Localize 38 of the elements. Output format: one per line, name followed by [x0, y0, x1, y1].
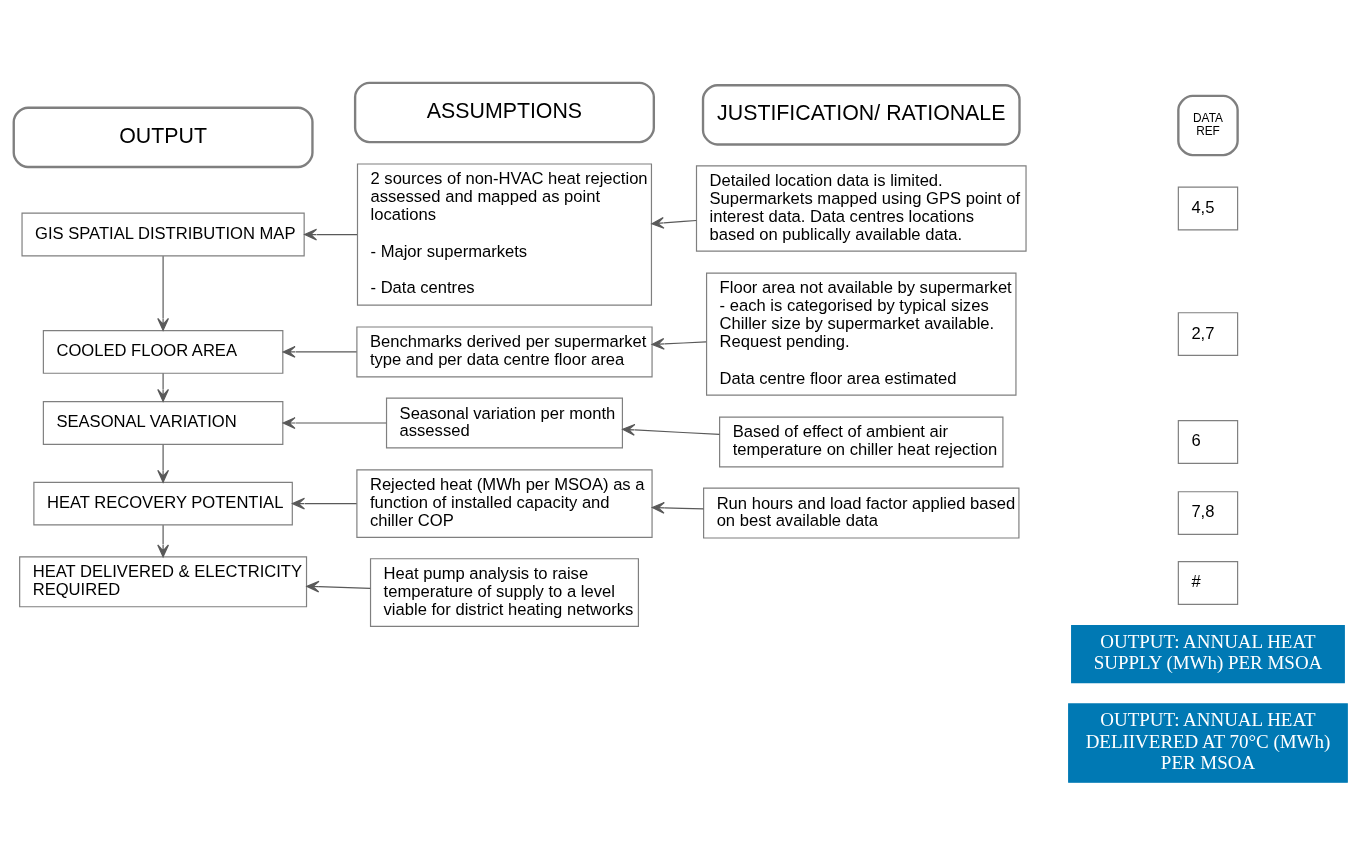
arrow — [282, 345, 357, 358]
node-box: 6 — [1177, 420, 1238, 464]
node-box: ASSUMPTIONS — [353, 81, 655, 144]
node-box: SEASONAL VARIATION — [42, 401, 283, 445]
arrow — [156, 524, 169, 558]
node-box: # — [1177, 561, 1238, 605]
node-box: DATA REF — [1176, 94, 1239, 157]
node-box: Heat pump analysis to raise temperature of supply to a level viable for district heating networks — [369, 558, 639, 627]
node-box: Rejected heat (MWh per MSOA) as a function of installed capacity and chiller COP — [355, 469, 653, 538]
node-box: HEAT DELIVERED & ELECTRICITY REQUIRED — [18, 556, 307, 608]
node-box: Seasonal variation per month assessed — [385, 397, 623, 449]
node-box: OUTPUT: ANNUAL HEAT SUPPLY (MWh) PER MSOA — [1070, 625, 1345, 684]
node-box: 7,8 — [1177, 491, 1238, 536]
node-box: Based of effect of ambient air temperature on chiller heat rejection — [718, 416, 1003, 468]
arrow — [651, 338, 707, 350]
node-box: Detailed location data is limited. Supermarkets mapped using GPS point of interest data. Data centres locations based on publically available data. — [695, 165, 1027, 252]
node-box: COOLED FLOOR AREA — [42, 329, 283, 374]
node-box: Floor area not available by supermarket - each is categorised by typical sizes Chiller size by supermarket available. Request pending. Data centre floor area estimated — [705, 272, 1017, 396]
node-box: OUTPUT: ANNUAL HEAT DELIIVERED AT 70°C (MWh) PER MSOA — [1067, 703, 1348, 783]
node-box: OUTPUT — [12, 106, 314, 169]
arrow — [156, 444, 169, 483]
node-box: Run hours and load factor applied based on best available data — [702, 487, 1019, 539]
node-box: Benchmarks derived per supermarket type and per data centre floor area — [355, 326, 653, 378]
arrow — [303, 228, 358, 241]
node-box: 2 sources of non-HVAC heat rejection assessed and mapped as point locations - Major supermarkets - Data centres — [356, 163, 652, 306]
node-box: 2,7 — [1177, 312, 1238, 357]
arrow — [156, 255, 169, 331]
arrow — [291, 497, 357, 510]
node-box: GIS SPATIAL DISTRIBUTION MAP — [20, 212, 305, 257]
node-box: HEAT RECOVERY POTENTIAL — [32, 481, 293, 526]
arrow — [621, 424, 720, 436]
arrow — [305, 580, 371, 593]
arrow — [650, 217, 697, 229]
arrow — [156, 372, 169, 402]
arrow — [282, 417, 387, 429]
node-box: 4,5 — [1177, 186, 1238, 231]
node-box: JUSTIFICATION/ RATIONALE — [701, 84, 1021, 146]
arrow — [651, 501, 704, 514]
